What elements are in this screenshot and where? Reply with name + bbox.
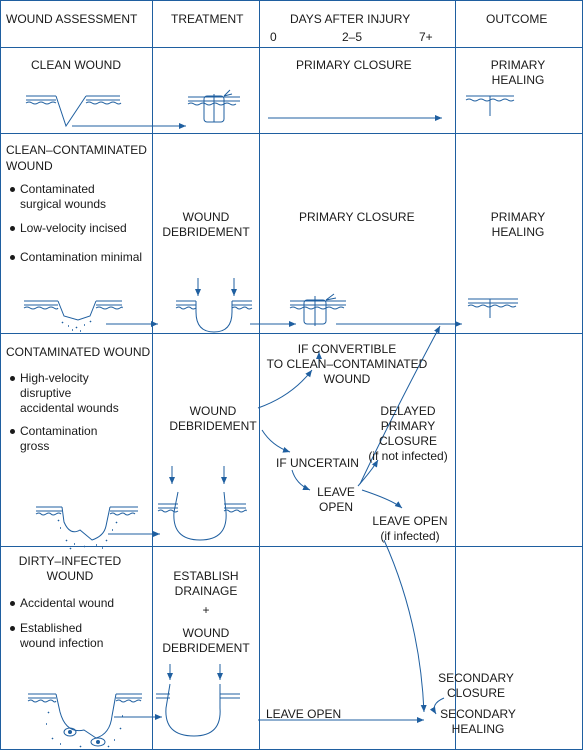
bullet xyxy=(10,601,15,606)
bullet-high-velocity-line2: disruptive xyxy=(20,386,72,400)
primary-closure-label-1: PRIMARY CLOSURE xyxy=(296,58,412,72)
secondary-closure-line2: CLOSURE xyxy=(446,686,506,700)
bullet-contamination-gross-line1: Contamination xyxy=(20,424,98,438)
header-wound-assessment: WOUND ASSESSMENT xyxy=(6,12,138,26)
bullet xyxy=(10,255,15,260)
if-convertible-line3: WOUND xyxy=(323,372,371,386)
if-convertible-line2: TO CLEAN–CONTAMINATED xyxy=(266,357,428,371)
delayed-primary-closure-line3: CLOSURE xyxy=(378,434,438,448)
debridement-illustration-2 xyxy=(157,466,247,541)
bullet-contaminated-surgical-line1: Contaminated xyxy=(20,182,95,196)
dirty-infected-illustration xyxy=(27,693,142,748)
clean-wound-title: CLEAN WOUND xyxy=(31,58,122,72)
bullet xyxy=(10,226,15,231)
contaminated-flow-arrows xyxy=(257,325,441,713)
dirty-infected-title-line1: DIRTY–INFECTED xyxy=(18,554,122,568)
secondary-healing-line2: HEALING xyxy=(451,722,505,736)
bullet-low-velocity-incised: Low-velocity incised xyxy=(20,221,127,235)
day-label-2-5: 2–5 xyxy=(342,30,363,44)
suture-illustration-1 xyxy=(187,89,240,123)
header-days-after-injury: DAYS AFTER INJURY xyxy=(290,12,411,26)
clean-contaminated-title-line1: CLEAN–CONTAMINATED xyxy=(6,143,147,157)
leave-open-line2: OPEN xyxy=(318,500,354,514)
clean-contaminated-title-line2: WOUND xyxy=(6,159,53,173)
delayed-primary-closure-line4: (if not infected) xyxy=(368,449,448,463)
contaminated-illustration xyxy=(35,506,138,550)
primary-healing-label-2-line1: PRIMARY xyxy=(490,210,546,224)
header-treatment: TREATMENT xyxy=(171,12,244,26)
primary-healing-label-1-line2: HEALING xyxy=(491,73,545,87)
clean-wound-illustration xyxy=(25,95,122,128)
debridement-illustration-1 xyxy=(175,278,253,333)
bullet xyxy=(10,187,15,192)
bullet xyxy=(10,429,15,434)
delayed-primary-closure-line1: DELAYED xyxy=(380,404,436,418)
bullet-high-velocity-line3: accidental wounds xyxy=(20,401,119,415)
debridement-illustration-3 xyxy=(156,664,240,737)
arrow-secondary-closure xyxy=(429,697,445,715)
establish-drainage-line2: DRAINAGE xyxy=(174,584,238,598)
healed-illustration-2 xyxy=(467,298,518,318)
primary-healing-label-1-line1: PRIMARY xyxy=(490,58,546,72)
plus-sign: + xyxy=(202,603,210,617)
leave-open-infected-line1: LEAVE OPEN xyxy=(372,514,448,528)
bullet-contamination-minimal: Contamination minimal xyxy=(20,250,143,264)
wound-debridement-label-3-line2: DEBRIDEMENT xyxy=(162,641,250,655)
bullet-established-infection-line2: wound infection xyxy=(20,636,104,650)
bullet xyxy=(10,376,15,381)
leave-open-infected-line2: (if infected) xyxy=(380,529,440,543)
wound-debridement-label-1-line2: DEBRIDEMENT xyxy=(162,225,250,239)
wound-debridement-label-1-line1: WOUND xyxy=(182,210,230,224)
leave-open-line1: LEAVE xyxy=(317,485,355,499)
dirty-infected-title-line2: WOUND xyxy=(46,569,94,583)
bullet-contaminated-surgical-line2: surgical wounds xyxy=(20,197,107,211)
wound-debridement-label-2-line2: DEBRIDEMENT xyxy=(169,419,257,433)
leave-open-label: LEAVE OPEN xyxy=(266,707,342,721)
bullet-established-infection-line1: Established xyxy=(20,621,83,635)
bullet-contamination-gross-line2: gross xyxy=(20,439,50,453)
header-outcome: OUTCOME xyxy=(486,12,548,26)
delayed-primary-closure-line2: PRIMARY xyxy=(380,419,436,433)
secondary-healing-line1: SECONDARY xyxy=(440,707,516,721)
establish-drainage-line1: ESTABLISH xyxy=(173,569,239,583)
wound-debridement-label-2-line1: WOUND xyxy=(189,404,237,418)
primary-healing-label-2-line2: HEALING xyxy=(491,225,545,239)
bullet-accidental-wound: Accidental wound xyxy=(20,596,115,610)
clean-contaminated-illustration xyxy=(23,300,123,332)
if-convertible-line1: IF CONVERTIBLE xyxy=(297,342,397,356)
suture-illustration-2 xyxy=(289,293,346,326)
day-label-7-plus: 7+ xyxy=(419,30,433,44)
wound-debridement-label-3-line1: WOUND xyxy=(182,626,230,640)
bullet-high-velocity-line1: High-velocity xyxy=(20,371,89,385)
primary-closure-label-2: PRIMARY CLOSURE xyxy=(299,210,415,224)
secondary-closure-line1: SECONDARY xyxy=(438,671,514,685)
contaminated-wound-title: CONTAMINATED WOUND xyxy=(6,345,151,359)
healed-illustration-1 xyxy=(465,95,515,116)
day-label-0: 0 xyxy=(270,30,277,44)
if-uncertain-label: IF UNCERTAIN xyxy=(276,456,359,470)
bullet xyxy=(10,626,15,631)
